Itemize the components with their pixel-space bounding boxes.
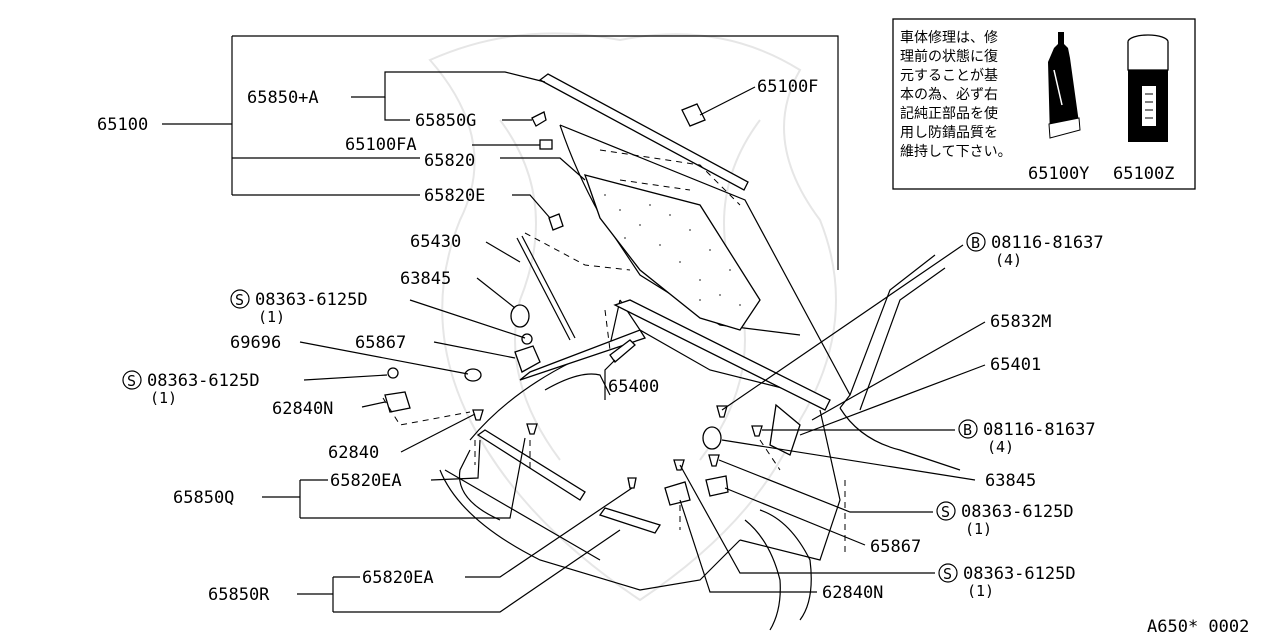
label-65400: 65400 xyxy=(608,377,659,397)
note-line: 理前の状態に復 xyxy=(900,48,998,65)
hood-panel xyxy=(516,73,851,409)
diagram-code: A650* 0002 xyxy=(1147,617,1249,637)
label-62840n-left: 62840N xyxy=(272,399,333,419)
screw-symbol: S xyxy=(235,291,244,309)
note-line: 記純正部品を使 xyxy=(900,105,998,122)
label-08363-6125d-1: 08363-6125D xyxy=(255,290,368,310)
note-line: 本の為、必ず右 xyxy=(900,87,998,103)
label-08116-81637-1: 08116-81637 xyxy=(991,233,1104,253)
sealant-tube-icon xyxy=(1048,32,1081,139)
qty-1: (1) xyxy=(258,308,285,326)
screw-symbol: S xyxy=(941,503,950,521)
callout-bolt-2: B 08116-81637 (4) xyxy=(958,419,1096,456)
part-labels: 65100 65850+A 65850G 65100F 65100FA 6582… xyxy=(97,77,1104,605)
bolt-symbol: B xyxy=(963,421,972,439)
label-65401: 65401 xyxy=(990,355,1041,375)
callout-screw-4: S 08363-6125D (1) xyxy=(938,563,1076,600)
note-line: 維持して下さい。 xyxy=(900,144,1012,160)
label-62840: 62840 xyxy=(328,443,379,463)
label-65820: 65820 xyxy=(424,151,475,171)
label-65100f: 65100F xyxy=(757,77,818,97)
qty-3: (1) xyxy=(965,520,992,538)
note-text: 車体修理は、修 理前の状態に復 元することが基 本の為、必ず右 記純正部品を使 … xyxy=(900,29,1012,160)
label-08363-6125d-3: 08363-6125D xyxy=(961,502,1074,522)
label-65867-right: 65867 xyxy=(870,537,921,557)
qty-b1: (4) xyxy=(995,251,1022,269)
callout-screw-1: S 08363-6125D (1) xyxy=(230,289,368,326)
screw-symbol: S xyxy=(943,565,952,583)
callout-bolt-1: B 08116-81637 (4) xyxy=(966,232,1104,269)
label-65850g: 65850G xyxy=(415,111,476,131)
label-65850a: 65850+A xyxy=(247,88,319,108)
label-62840n-right: 62840N xyxy=(822,583,883,603)
label-65867-left: 65867 xyxy=(355,333,406,353)
note-line: 元することが基 xyxy=(900,67,998,84)
label-08116-81637-2: 08116-81637 xyxy=(983,420,1096,440)
label-08363-6125d-2: 08363-6125D xyxy=(147,371,260,391)
qty-2: (1) xyxy=(150,389,177,407)
label-65100y: 65100Y xyxy=(1028,164,1089,184)
label-65832m: 65832M xyxy=(990,312,1051,332)
label-65820ea-lower: 65820EA xyxy=(362,568,434,588)
qty-4: (1) xyxy=(967,582,994,600)
spray-can-icon xyxy=(1127,34,1169,142)
label-65850q: 65850Q xyxy=(173,488,234,508)
label-65430: 65430 xyxy=(410,232,461,252)
label-65820e: 65820E xyxy=(424,186,485,206)
label-69696: 69696 xyxy=(230,333,281,353)
screw-symbol: S xyxy=(127,372,136,390)
note-line: 車体修理は、修 xyxy=(900,29,998,46)
label-65850r: 65850R xyxy=(208,585,270,605)
callout-screw-2: S 08363-6125D (1) xyxy=(122,370,260,407)
repair-note-box: 車体修理は、修 理前の状態に復 元することが基 本の為、必ず右 記純正部品を使 … xyxy=(892,18,1196,190)
label-65820ea-upper: 65820EA xyxy=(330,471,402,491)
callout-screw-3: S 08363-6125D (1) xyxy=(936,501,1074,538)
note-line: 用し防錆品質を xyxy=(900,124,998,141)
label-65100z: 65100Z xyxy=(1113,164,1174,184)
label-65100: 65100 xyxy=(97,115,148,135)
radiator-core-support xyxy=(382,254,961,631)
label-63845-left: 63845 xyxy=(400,269,451,289)
bolt-symbol: B xyxy=(971,234,980,252)
label-63845-right: 63845 xyxy=(985,471,1036,491)
leader-lines xyxy=(162,35,986,613)
qty-b2: (4) xyxy=(987,438,1014,456)
label-65100fa: 65100FA xyxy=(345,135,417,155)
label-08363-6125d-4: 08363-6125D xyxy=(963,564,1076,584)
